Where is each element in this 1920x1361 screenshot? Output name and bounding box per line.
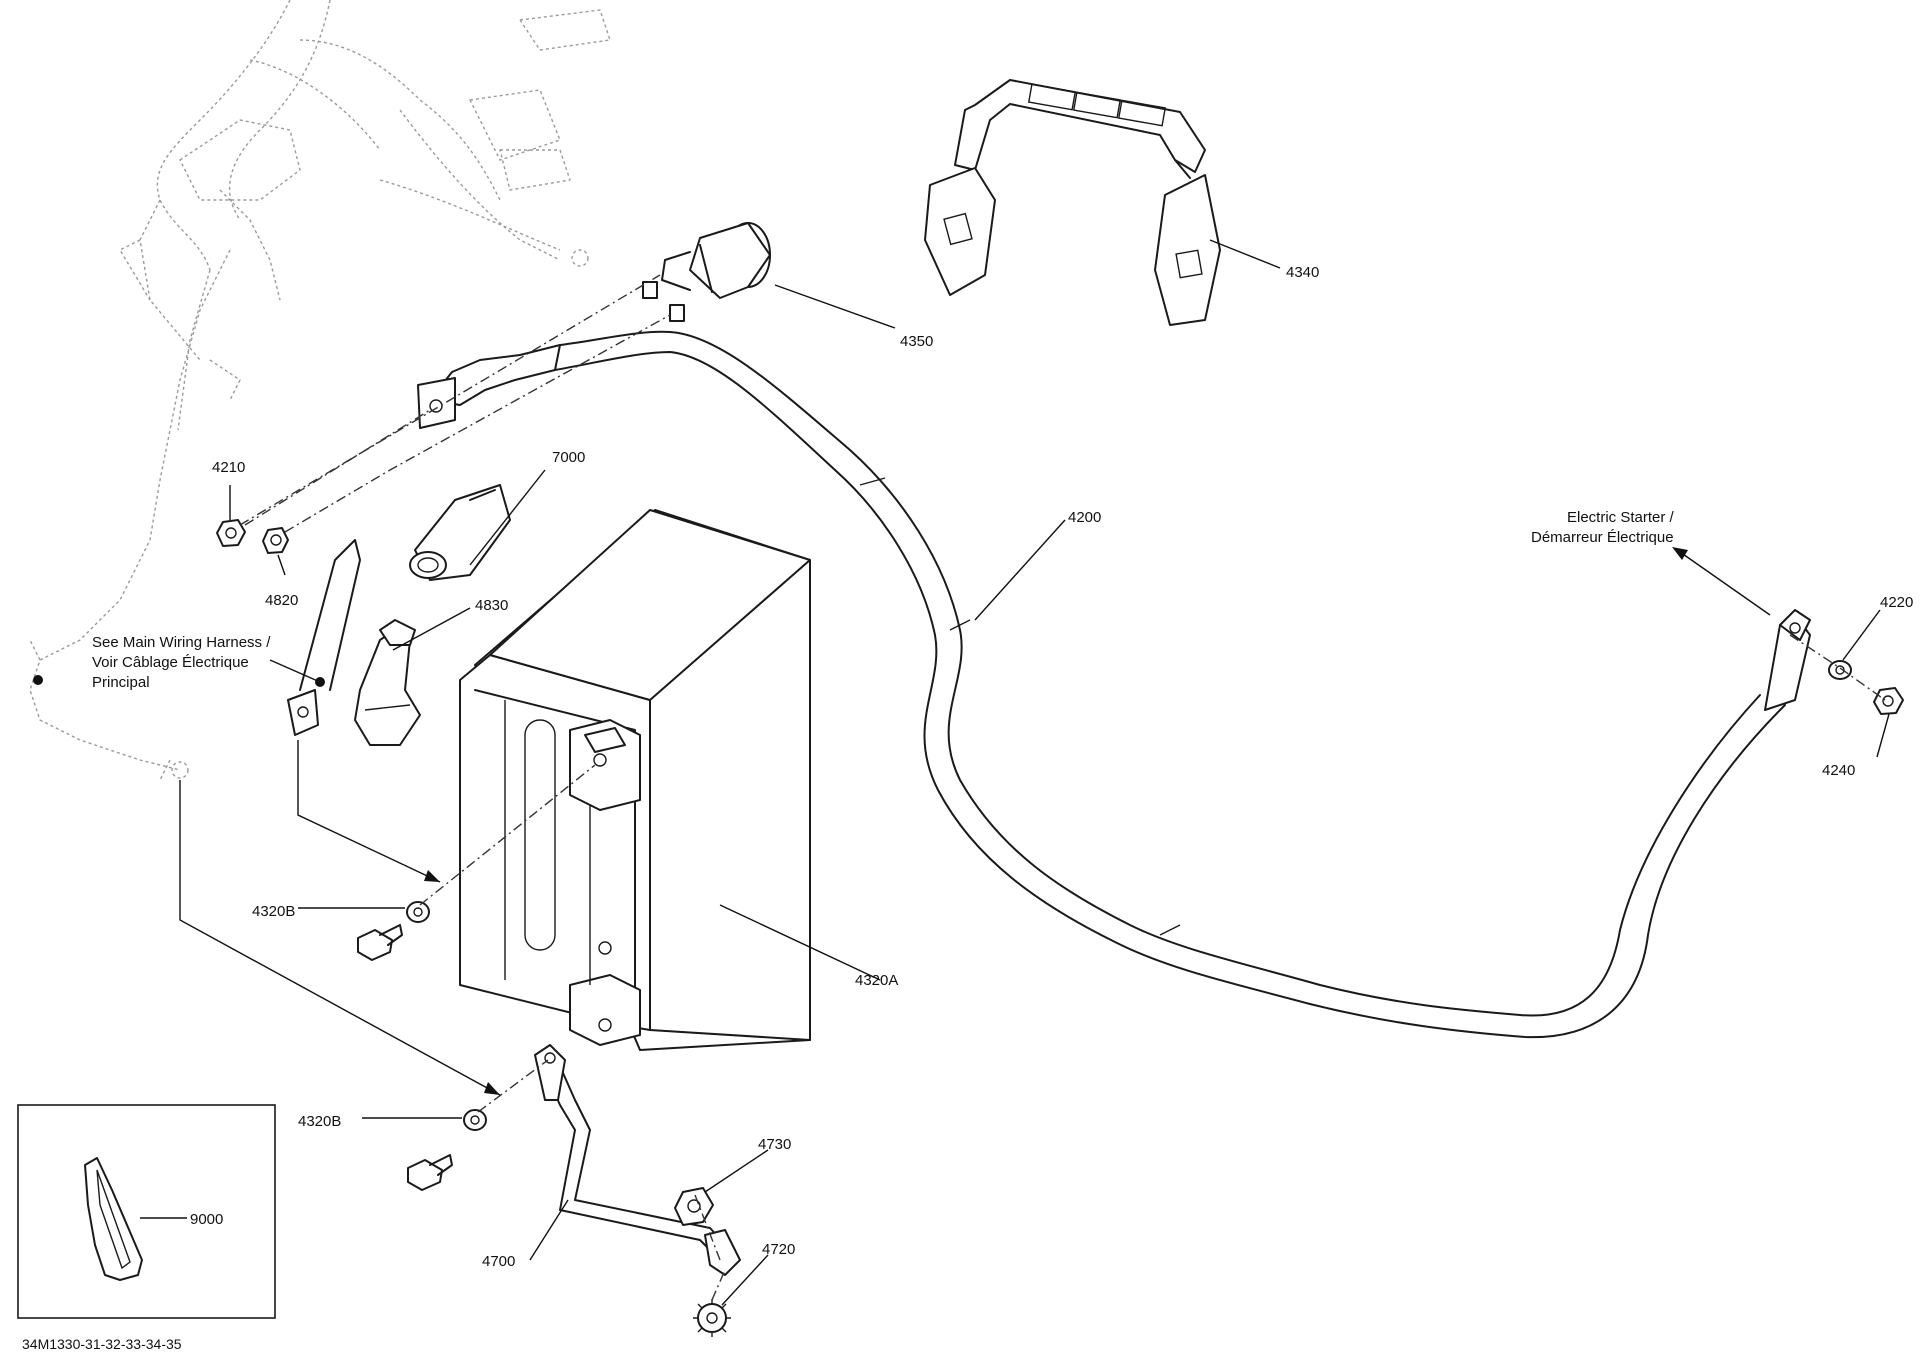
positive-cable: [417, 330, 1811, 1039]
nut-4820: [262, 527, 289, 554]
callout-7000: 7000: [552, 449, 585, 466]
wiring-harness-ghost: [29, 0, 611, 781]
callout-4830: 4830: [475, 597, 508, 614]
callout-4210: 4210: [212, 459, 245, 476]
bolt-4320b-bottom: [407, 1154, 453, 1191]
callouts: 4210 4820 7000 4830 4350 4340 4200 4220 …: [190, 264, 1913, 1270]
harness-note-line2: Voir Câblage Électrique: [92, 654, 249, 671]
harness-note-line3: Principal: [92, 674, 150, 691]
notes: See Main Wiring Harness / Voir Câblage É…: [22, 509, 1675, 1352]
harness-lead: [287, 539, 361, 736]
callout-4320b-top: 4320B: [252, 903, 295, 920]
callout-4720: 4720: [762, 1241, 795, 1258]
callout-4700: 4700: [482, 1253, 515, 1270]
callout-4730: 4730: [758, 1136, 791, 1153]
callout-4220: 4220: [1880, 594, 1913, 611]
callout-4320b-bottom: 4320B: [298, 1113, 341, 1130]
callout-4240: 4240: [1822, 762, 1855, 779]
starter-solenoid: [642, 222, 771, 322]
callout-4820: 4820: [265, 592, 298, 609]
callout-4320a: 4320A: [855, 972, 898, 989]
harness-note-line1: See Main Wiring Harness /: [92, 634, 271, 651]
drawing-number: 34M1330-31-32-33-34-35: [22, 1336, 182, 1352]
starter-note-line2: Démarreur Électrique: [1531, 529, 1674, 546]
nut-4240: [1873, 687, 1904, 715]
washer-4320b-top: [406, 901, 430, 923]
bolt-4320b-top: [357, 924, 403, 961]
battery-strap: [924, 79, 1221, 326]
callout-4340: 4340: [1286, 264, 1319, 281]
flange-nut-4730: [674, 1187, 714, 1226]
washer-4220: [1828, 660, 1852, 680]
assembly-lines: [179, 274, 1886, 1301]
terminal-cover-black: [354, 619, 421, 746]
ground-cable: [534, 1044, 741, 1276]
starter-note-line1: Electric Starter /: [1567, 509, 1675, 526]
callout-9000: 9000: [190, 1211, 223, 1228]
terminal-cover-red: [409, 484, 511, 581]
star-washer-4720: [693, 1299, 731, 1337]
nut-4210: [216, 519, 246, 547]
battery: [459, 509, 811, 1051]
callout-4200: 4200: [1068, 509, 1101, 526]
leader-lines: [33, 239, 1890, 1306]
callout-4350: 4350: [900, 333, 933, 350]
washer-4320b-bottom: [463, 1109, 487, 1131]
inset-box: [17, 1104, 276, 1319]
